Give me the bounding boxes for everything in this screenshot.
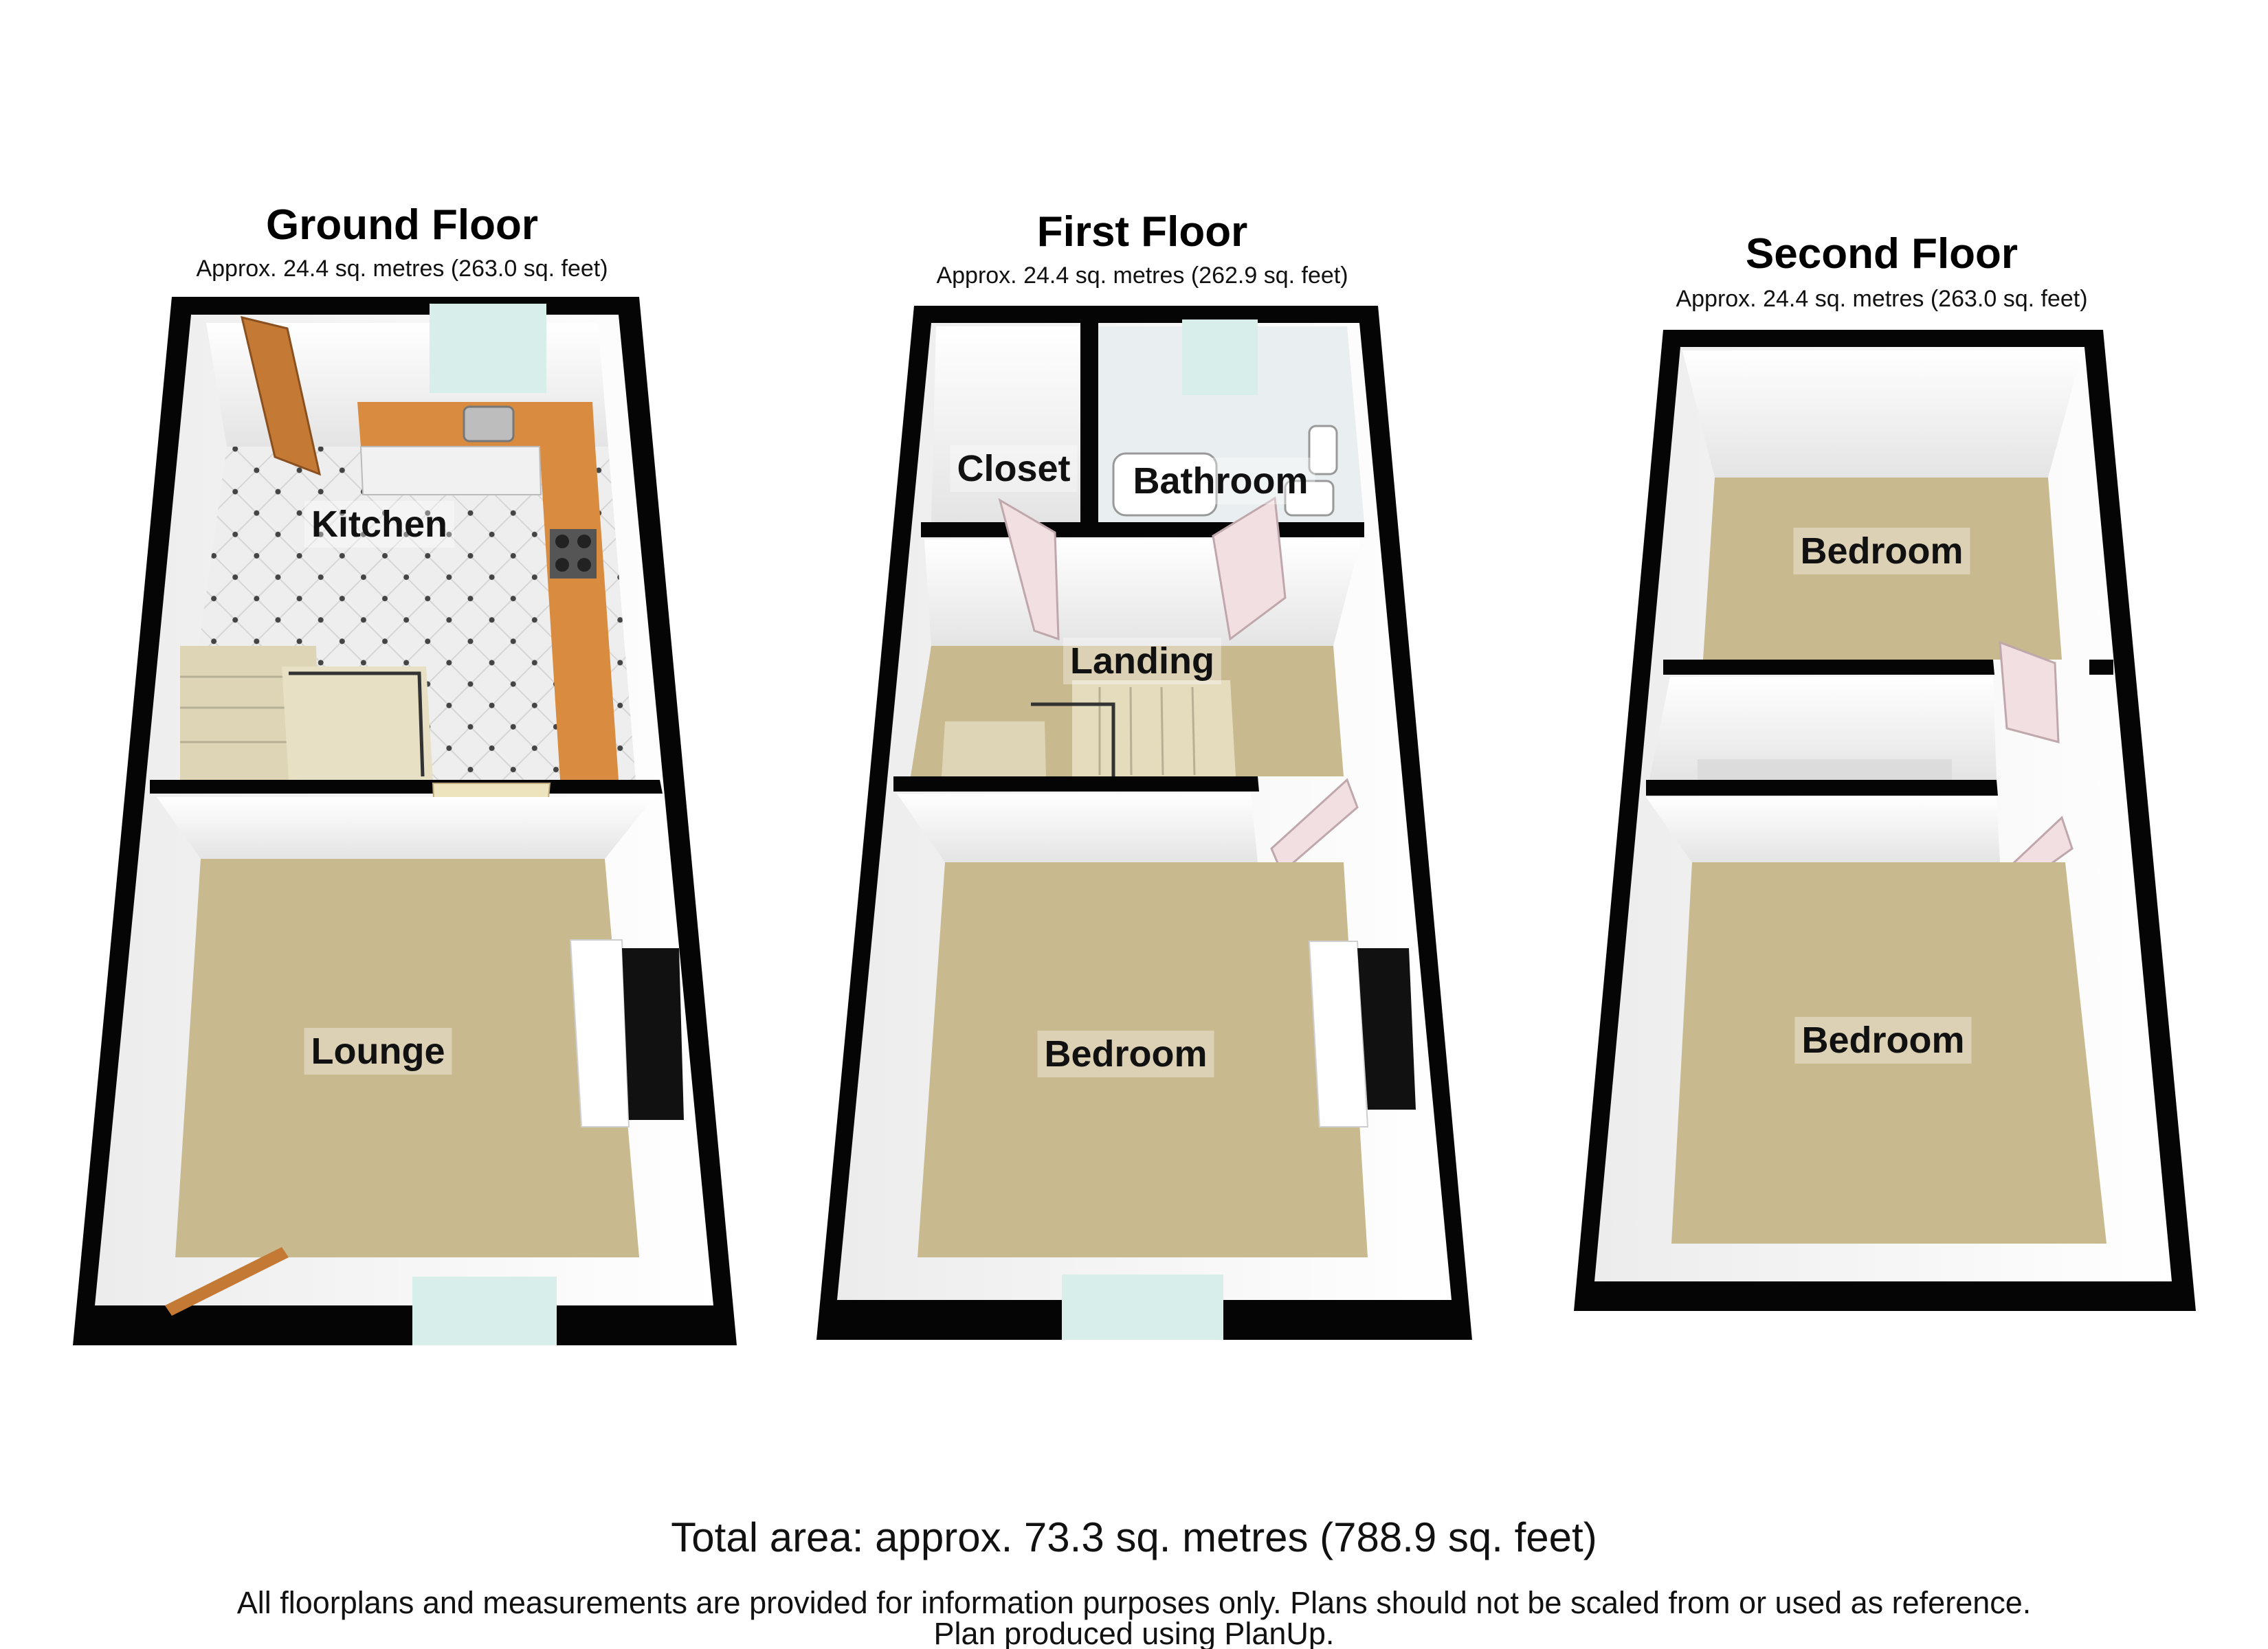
disclaimer: All floorplans and measurements are prov… [237, 1585, 2032, 1620]
second-floor: Second Floor Approx. 24.4 sq. metres (26… [1574, 230, 2196, 1311]
bedroom-floor [1703, 478, 2062, 660]
room-label: Kitchen [311, 504, 447, 545]
room-label-plate [1126, 458, 1315, 504]
bathroom-door [1212, 496, 1287, 641]
ground-floor: Ground Floor Approx. 24.4 sq. metres (26… [73, 201, 737, 1345]
floor-area: Approx. 24.4 sq. metres (262.9 sq. feet) [936, 262, 1348, 289]
room-label-plate [304, 501, 455, 548]
room-label-plate [950, 445, 1078, 492]
room-label: Lounge [311, 1031, 445, 1072]
floor-title: Second Floor [1746, 230, 2018, 278]
front-door [240, 315, 322, 476]
room-label: Bedroom [1800, 530, 1963, 572]
room-label-plate [1037, 1031, 1214, 1077]
ground-stairs [180, 646, 433, 780]
bath-icon [1112, 452, 1218, 517]
floor-area: Approx. 24.4 sq. metres (263.0 sq. feet) [196, 256, 608, 282]
total-area: Total area: approx. 73.3 sq. metres (788… [671, 1514, 1597, 1560]
lounge-window [412, 1277, 557, 1345]
room-label: Bathroom [1133, 460, 1309, 502]
lounge-door [165, 1247, 289, 1316]
fireplace [622, 948, 684, 1120]
room-label-plate [304, 1028, 452, 1075]
kitchen-window [430, 304, 546, 393]
lounge-floor [175, 859, 639, 1257]
bathroom-window [1182, 319, 1258, 395]
closet-door [998, 497, 1060, 641]
bedroom-floor [1671, 862, 2106, 1244]
basin-icon [1284, 480, 1335, 517]
bedroom-floor [918, 862, 1368, 1257]
room-label: Landing [1070, 640, 1214, 682]
floor-area: Approx. 24.4 sq. metres (263.0 sq. feet) [1676, 286, 2087, 312]
first-floor: First Floor Approx. 24.4 sq. metres (262… [816, 208, 1472, 1340]
room-label-plate [1063, 638, 1221, 684]
passage [1649, 677, 1997, 780]
room-label-plate [1793, 528, 1970, 574]
room-label-plate [1794, 1017, 1972, 1064]
floor-title: Ground Floor [266, 201, 538, 249]
first-stairs [942, 680, 1236, 776]
sink-icon [463, 405, 515, 442]
bedroom-window [1062, 1275, 1223, 1340]
room-label: Closet [957, 448, 1070, 489]
floor-title: First Floor [1037, 208, 1248, 256]
hob-icon [550, 529, 597, 579]
bedroom-door [1999, 640, 2060, 743]
fireplace [1357, 948, 1416, 1110]
toilet-icon [1308, 425, 1338, 475]
room-label: Bedroom [1044, 1033, 1207, 1075]
closet [931, 326, 1080, 522]
credit: Plan produced using PlanUp. [934, 1616, 1335, 1649]
room-label: Bedroom [1801, 1020, 1964, 1061]
